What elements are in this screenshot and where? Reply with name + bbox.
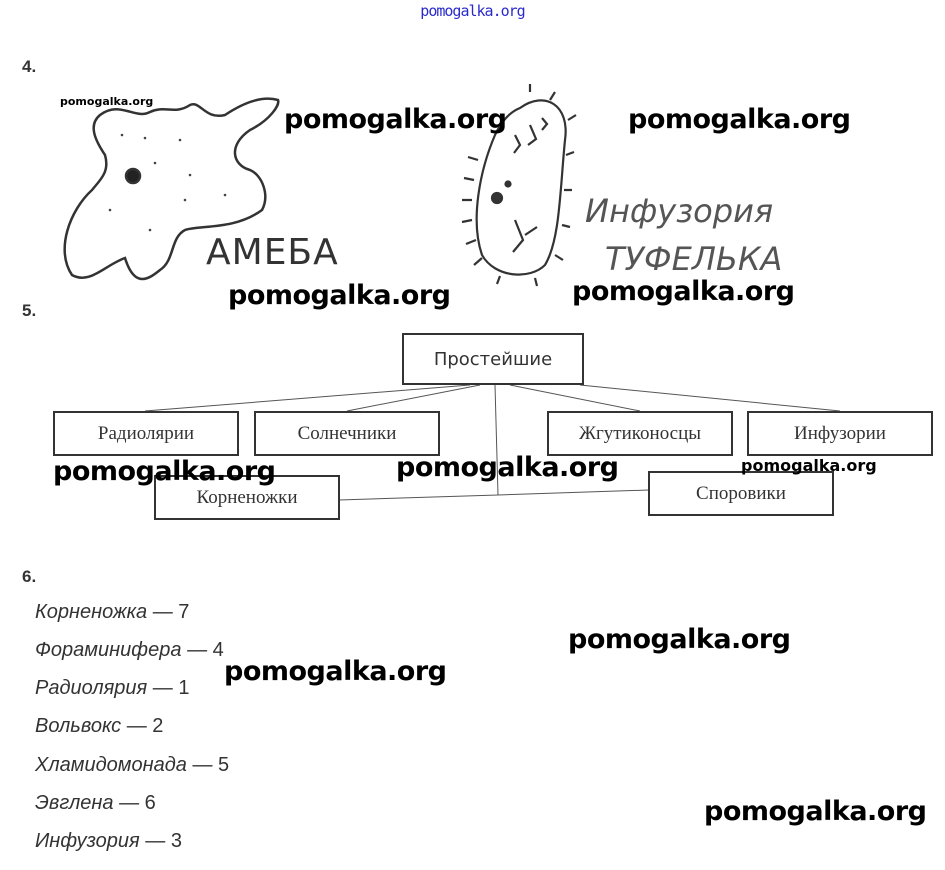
watermark: pomogalka.org — [284, 104, 507, 135]
diagram-node-radiolaria: Радиолярии — [53, 411, 239, 456]
paramecium-label-line1: Инфузория — [585, 192, 774, 230]
diagram-node-sporozoa: Споровики — [648, 471, 834, 516]
amoeba-label: АМЕБА — [206, 232, 339, 273]
section-4-number: 4. — [22, 57, 37, 76]
site-header-link[interactable]: pomogalka.org — [420, 2, 525, 20]
answer-item: Корненожка — 7 — [35, 601, 190, 623]
watermark: pomogalka.org — [396, 452, 619, 483]
answer-item: Хламидомонада — 5 — [35, 754, 230, 776]
watermark: pomogalka.org — [704, 796, 927, 827]
watermark: pomogalka.org — [572, 276, 795, 307]
protozoa-drawings — [63, 84, 577, 287]
diagram-root-node: Простейшие — [402, 333, 584, 385]
watermark: pomogalka.org — [741, 456, 877, 475]
answer-item: Инфузория — 3 — [35, 830, 182, 852]
watermark: pomogalka.org — [224, 656, 447, 687]
diagram-node-ciliates: Инфузории — [747, 411, 933, 456]
watermark: pomogalka.org — [568, 624, 791, 655]
watermark: pomogalka.org — [228, 280, 451, 311]
diagram-node-flagellates: Жгутиконосцы — [547, 411, 733, 456]
diagram-node-heliozoa: Солнечники — [254, 411, 440, 456]
answer-item: Вольвокс — 2 — [35, 715, 164, 737]
watermark: pomogalka.org — [53, 456, 276, 487]
answer-item: Фораминифера — 4 — [35, 639, 224, 661]
paramecium-label-line2: ТУФЕЛЬКА — [605, 240, 783, 278]
diagram-node-rhizopoda: Корненожки — [154, 475, 340, 520]
answer-item: Радиолярия — 1 — [35, 677, 190, 699]
section-5-number: 5. — [22, 301, 37, 320]
paramecium-drawing — [461, 84, 577, 287]
answer-item: Эвглена — 6 — [35, 792, 156, 814]
watermark: pomogalka.org — [628, 104, 851, 135]
watermark: pomogalka.org — [60, 95, 154, 108]
amoeba-drawing — [63, 97, 280, 281]
section-6-number: 6. — [22, 567, 37, 586]
